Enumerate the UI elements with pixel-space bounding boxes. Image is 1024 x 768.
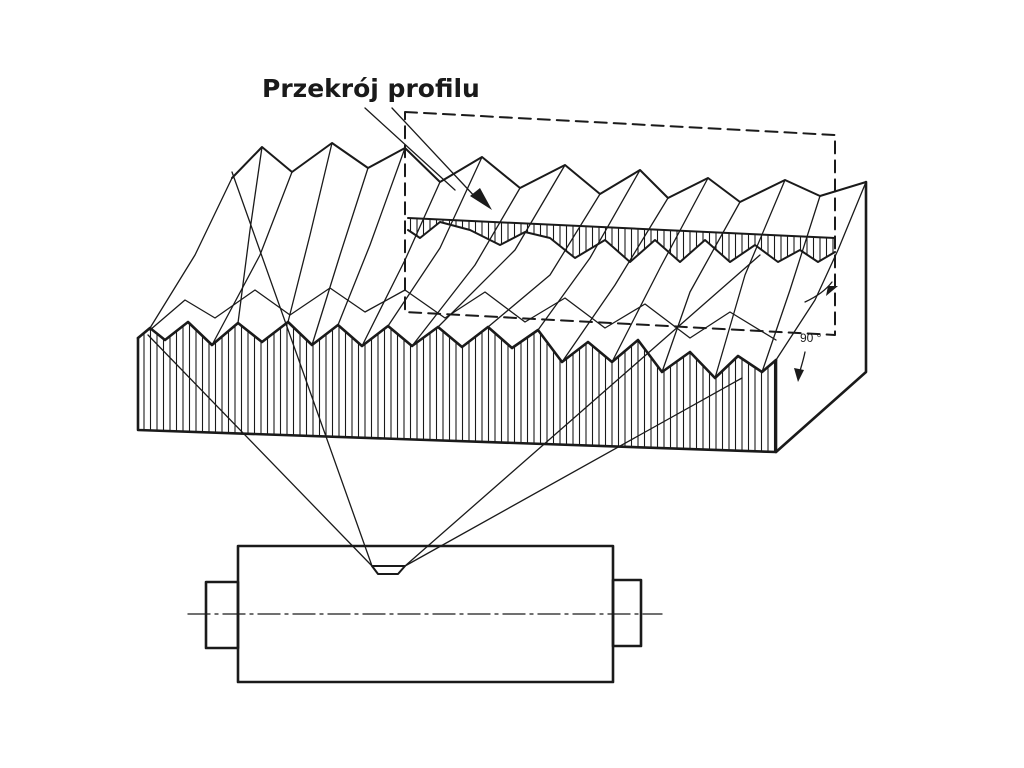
angle-label: 90 ° (800, 331, 822, 345)
section-profile-hatched (407, 217, 836, 263)
arrow-head-icon (470, 188, 492, 210)
angle-arrow-up-icon (826, 286, 838, 296)
front-face-hatched (138, 322, 776, 452)
angle-arrow-down-icon (794, 368, 804, 382)
block-outline (136, 180, 868, 454)
cylinder-workpiece (187, 544, 663, 684)
projection-lines (147, 171, 761, 567)
profile-section-label: Przekrój profilu (262, 74, 480, 103)
label-leaders (364, 107, 492, 210)
section-plane-dashed (404, 111, 836, 336)
surface-ridges (149, 142, 867, 379)
right-angle-indicator: 90 ° (794, 281, 838, 382)
